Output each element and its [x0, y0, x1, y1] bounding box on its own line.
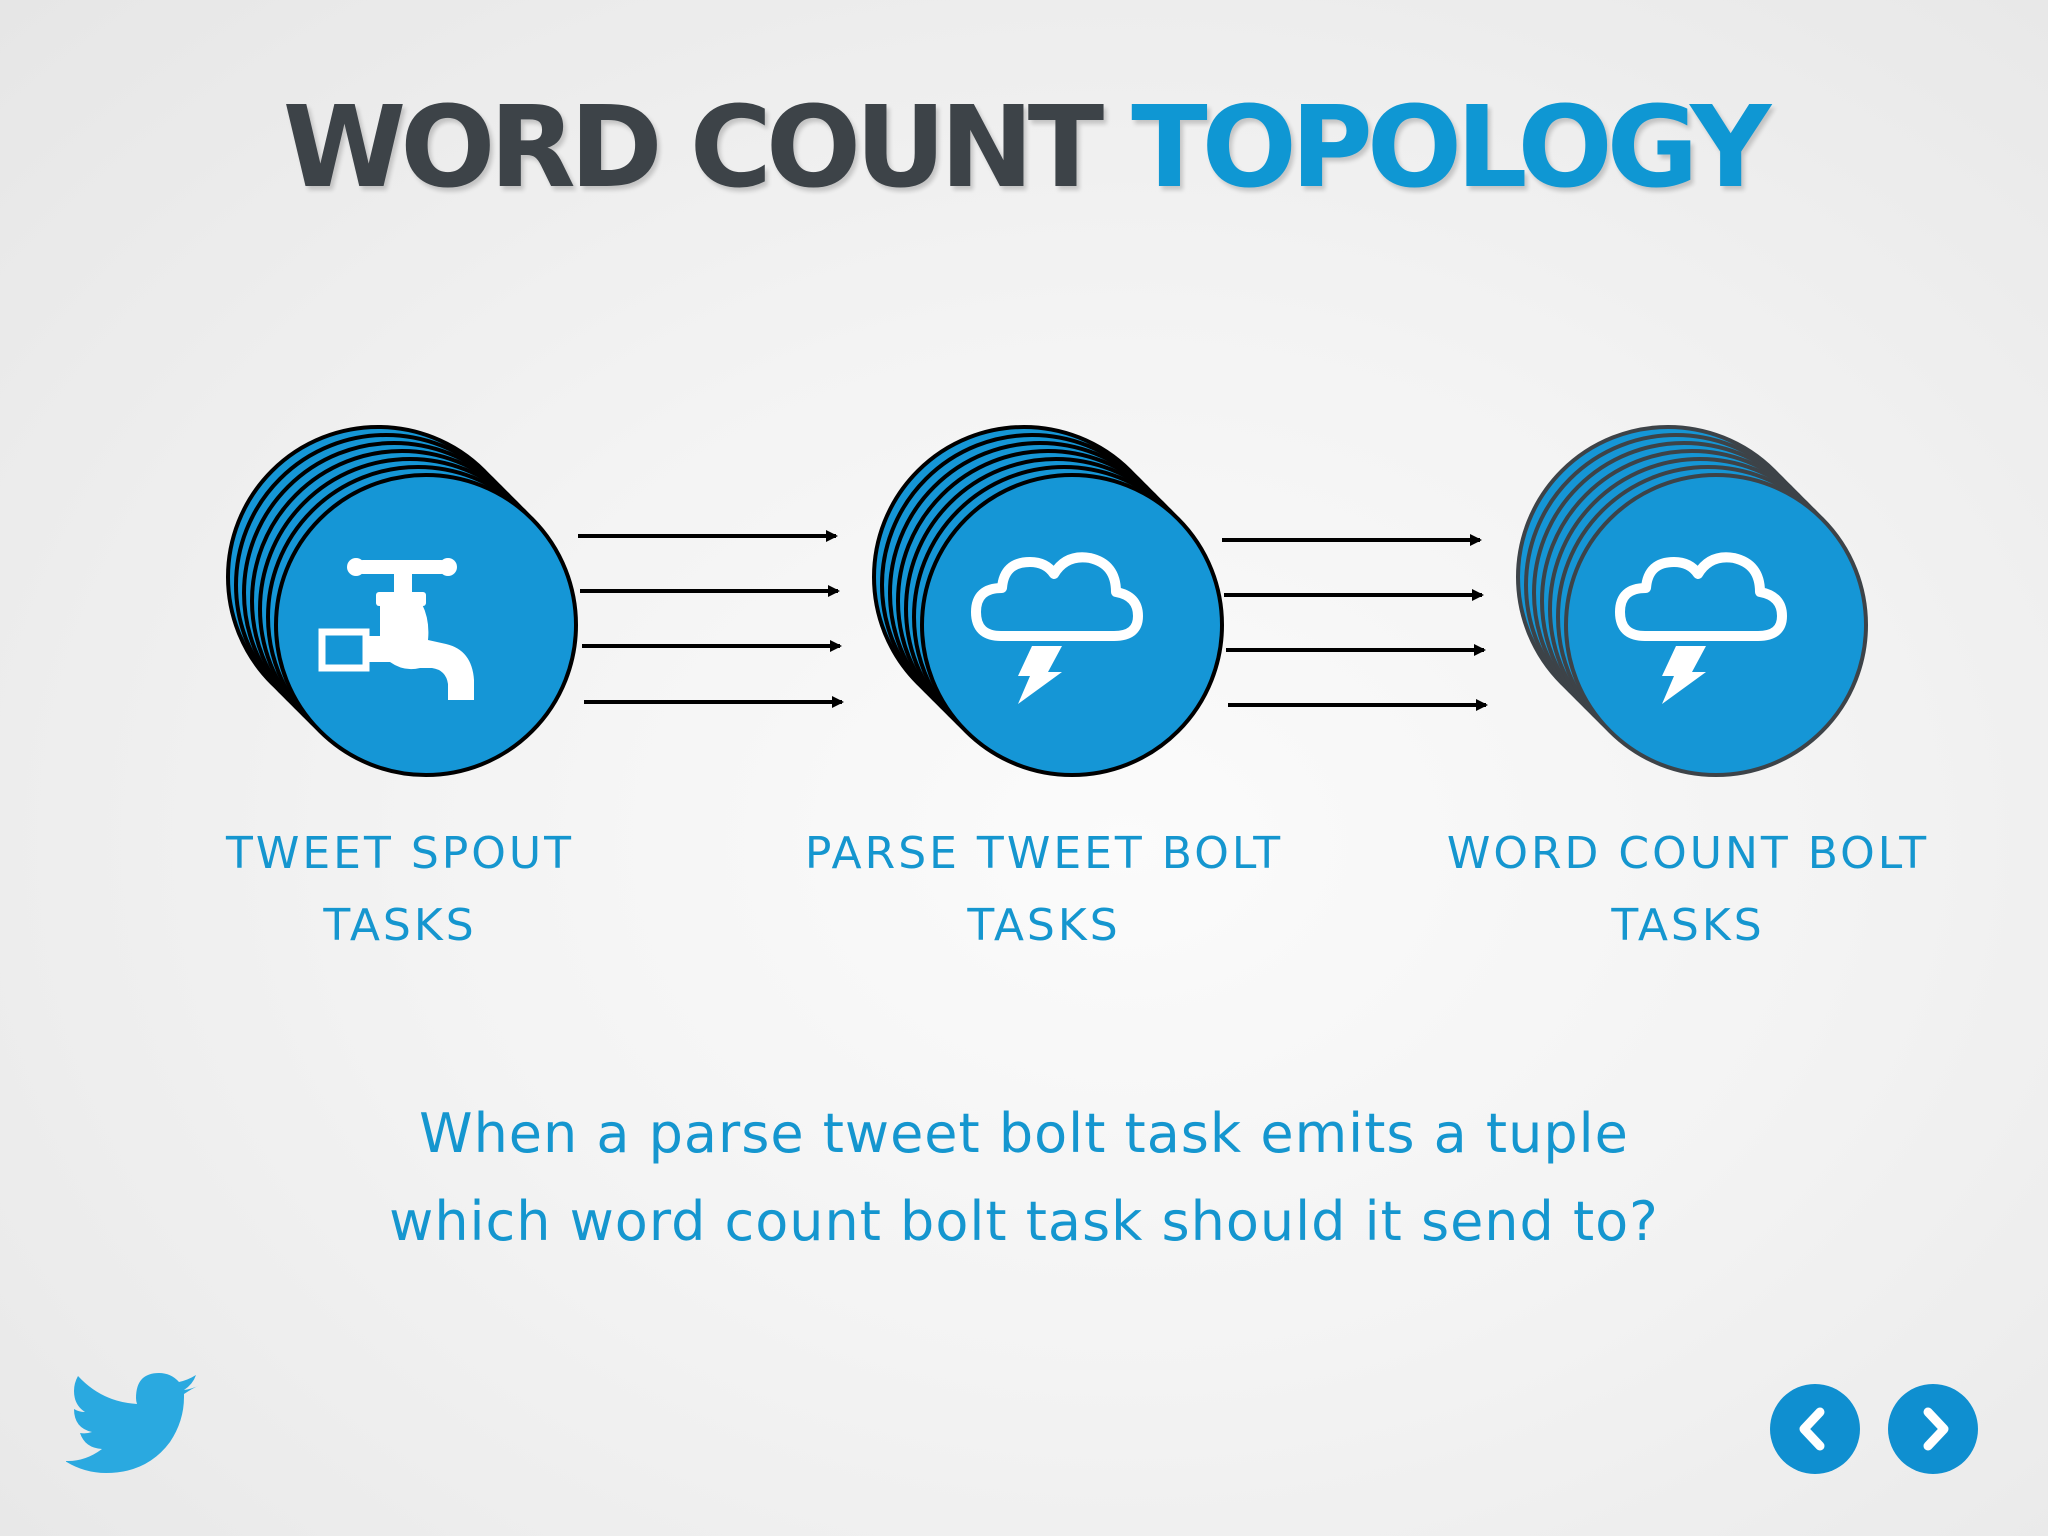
next-slide-button[interactable]	[1888, 1384, 1978, 1474]
chevron-left-icon	[1799, 1407, 1825, 1451]
storm-cloud-icon	[1615, 552, 1787, 704]
storm-cloud-icon	[971, 552, 1143, 704]
faucet-icon	[318, 558, 474, 700]
slide-title: WORD COUNT TOPOLOGY	[0, 88, 2048, 208]
arrows-spout-to-parse	[578, 530, 844, 708]
title-part-2: TOPOLOGY	[1131, 83, 1771, 213]
twitter-bird-icon	[66, 1373, 200, 1473]
question-line-2: which word count bolt task should it sen…	[389, 1190, 1659, 1253]
node-label-tweet-spout: TWEET SPOUT TASKS	[100, 818, 700, 962]
chevron-right-icon	[1923, 1407, 1949, 1451]
node-label-line-1: WORD COUNT BOLT	[1446, 828, 1930, 879]
node-label-line-2: TASKS	[323, 900, 477, 951]
previous-slide-button[interactable]	[1770, 1384, 1860, 1474]
question-line-1: When a parse tweet bolt task emits a tup…	[419, 1102, 1629, 1165]
tweet-spout-stack	[226, 425, 578, 777]
question-text: When a parse tweet bolt task emits a tup…	[0, 1090, 2048, 1266]
node-label-word-count-bolt: WORD COUNT BOLT TASKS	[1388, 818, 1988, 962]
node-label-line-2: TASKS	[1611, 900, 1765, 951]
word-count-bolt-stack	[1516, 425, 1868, 777]
node-label-line-1: PARSE TWEET BOLT	[804, 828, 1284, 879]
node-label-line-1: TWEET SPOUT	[225, 828, 575, 879]
parse-tweet-bolt-stack	[872, 425, 1224, 777]
title-part-1: WORD COUNT	[282, 83, 1104, 213]
node-label-line-2: TASKS	[967, 900, 1121, 951]
arrows-parse-to-count	[1222, 534, 1488, 711]
node-label-parse-tweet-bolt: PARSE TWEET BOLT TASKS	[744, 818, 1344, 962]
